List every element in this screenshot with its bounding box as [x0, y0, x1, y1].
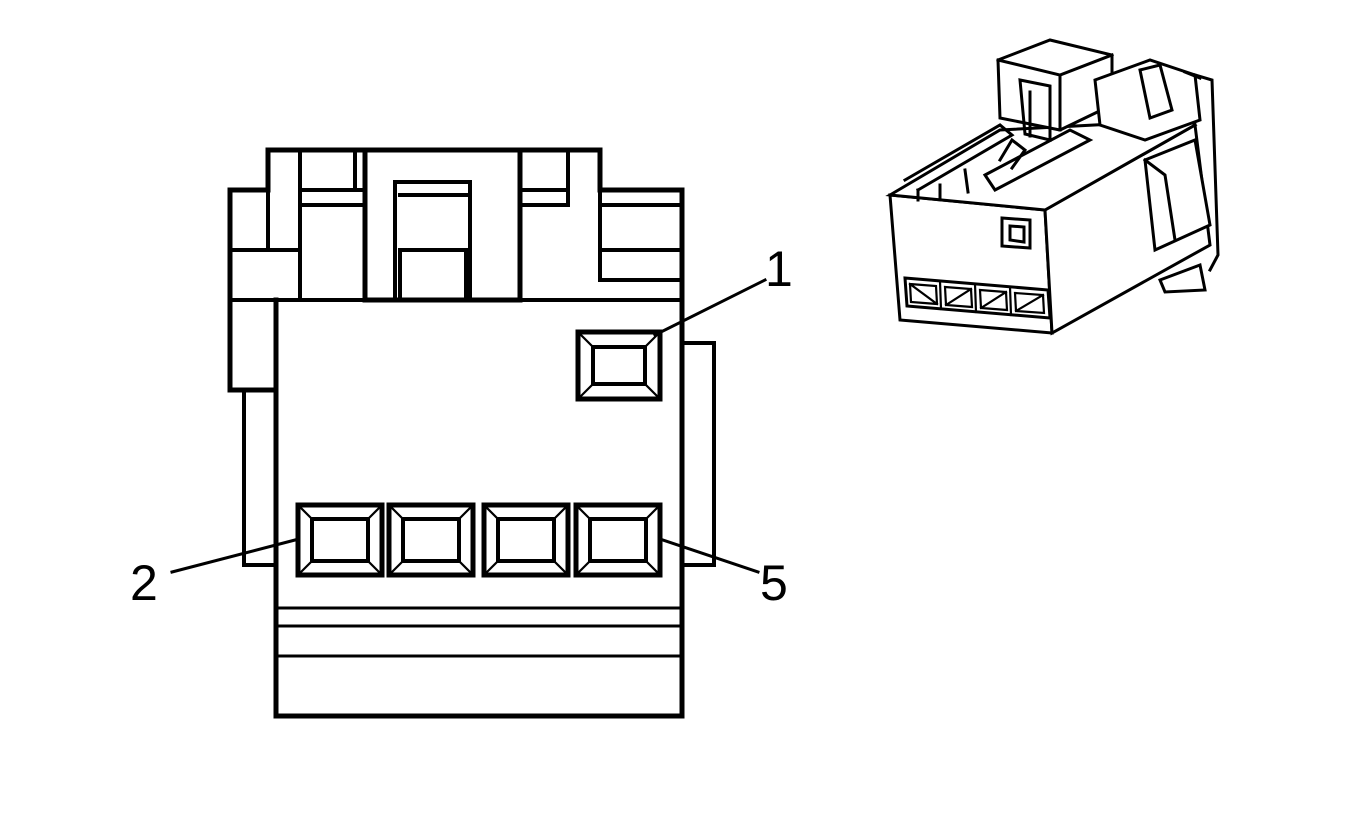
- leader-line-5: [661, 538, 760, 574]
- leader-line-2: [170, 538, 297, 574]
- iso-left-rail: [902, 123, 1015, 202]
- right-rail: [680, 341, 716, 567]
- terminal-cavity-4: [481, 502, 571, 578]
- connector-isometric-view: [885, 38, 1220, 336]
- center-latch: [362, 147, 523, 303]
- left-flange: [228, 298, 278, 567]
- terminal-cavity-2: [295, 502, 385, 578]
- connector-body-outline: [227, 147, 685, 719]
- leader-line-1: [652, 277, 768, 338]
- iso-rear-clip: [1158, 73, 1220, 294]
- top-cross-posts: [298, 148, 570, 252]
- callout-label-5: 5: [760, 555, 788, 611]
- top-latch-frame: [228, 188, 302, 302]
- terminal-cavity-5: [573, 502, 663, 578]
- iso-side-lock-tab: [1143, 137, 1212, 253]
- iso-latch-tower-front: [996, 53, 1114, 132]
- iso-square-window: [1000, 216, 1032, 250]
- callout-label-1: 1: [765, 241, 793, 297]
- iso-terminal-cavities: [903, 276, 1052, 320]
- top-cross-rail: [298, 188, 684, 207]
- iso-side-lock-inner: [1142, 157, 1177, 242]
- connector-front-view: 1 2 5: [130, 147, 793, 719]
- terminal-cavity-3: [386, 502, 476, 578]
- top-latch-right-frame: [598, 188, 684, 282]
- iso-center-groove: [982, 128, 1094, 192]
- terminal-cavity-1: [575, 329, 663, 402]
- center-latch-window: [393, 180, 472, 302]
- callout-label-2: 2: [130, 555, 158, 611]
